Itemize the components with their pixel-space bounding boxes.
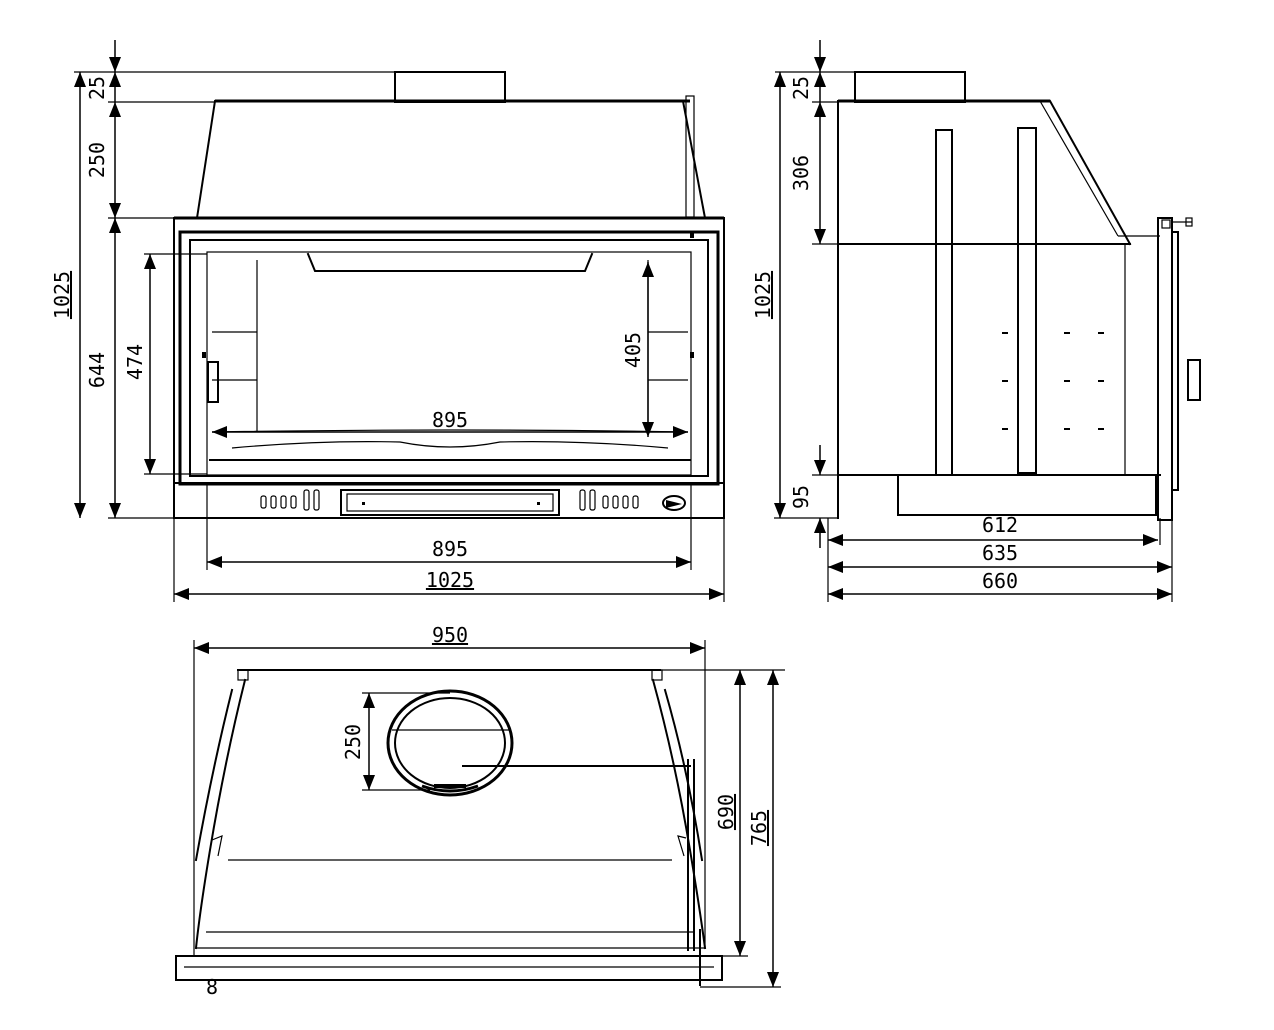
- front-hood-left: [195, 99, 217, 220]
- side-dim-1025-height: 1025: [751, 271, 775, 319]
- top-dim-250: 250: [341, 724, 365, 760]
- side-dim-25: 25: [789, 76, 813, 100]
- side-dim-95: 95: [789, 485, 813, 509]
- top-dim-950: 950: [432, 623, 468, 647]
- front-deflector: [306, 252, 594, 272]
- side-dim-635: 635: [982, 541, 1018, 565]
- front-left-vent-slots: [260, 489, 320, 511]
- top-hood-left: [194, 678, 247, 950]
- front-dim-25: 25: [85, 76, 109, 100]
- front-air-regulator-icon: [662, 495, 686, 511]
- front-dim-405: 405: [621, 332, 645, 368]
- front-hood-right: [681, 99, 707, 220]
- front-ash-drawer: [340, 489, 560, 516]
- side-dim-612: 612: [982, 513, 1018, 537]
- top-front-plate: [175, 955, 723, 981]
- top-dim-765: 765: [747, 810, 771, 846]
- side-rib-1: [935, 129, 953, 476]
- front-dim-644: 644: [85, 352, 109, 388]
- side-view: 25 306 1025 95 612 635 660: [751, 40, 1201, 602]
- front-right-vent-slots: [579, 489, 639, 511]
- side-flue-collar: [854, 71, 966, 103]
- top-view: 8 950 250 690 765: [175, 623, 785, 999]
- side-hood-slope: [1048, 99, 1132, 246]
- side-dim-660: 660: [982, 569, 1018, 593]
- front-flue-collar: [394, 71, 506, 103]
- top-flue-ring: [386, 689, 514, 797]
- front-dim-895-inner: 895: [432, 408, 468, 432]
- front-dim-474: 474: [123, 344, 147, 380]
- front-dim-1025-width: 1025: [426, 568, 474, 592]
- side-dim-306: 306: [789, 155, 813, 191]
- front-door-frame: [178, 230, 720, 486]
- front-view: 25 250 1025 644 474 405 895 895 1025: [50, 40, 725, 602]
- side-door-handle: [1187, 359, 1201, 401]
- side-rib-2: [1017, 127, 1037, 474]
- front-dim-1025-height: 1025: [50, 271, 74, 319]
- front-glass: [206, 251, 692, 476]
- front-body-frame: [173, 217, 725, 519]
- side-ash-pan: [897, 474, 1157, 516]
- top-dim-690: 690: [714, 794, 738, 830]
- front-dim-250: 250: [85, 142, 109, 178]
- front-dim-895-bottom: 895: [432, 537, 468, 561]
- front-door-handle: [207, 361, 219, 403]
- top-mark-8: 8: [206, 975, 218, 999]
- top-hood-right: [651, 678, 707, 950]
